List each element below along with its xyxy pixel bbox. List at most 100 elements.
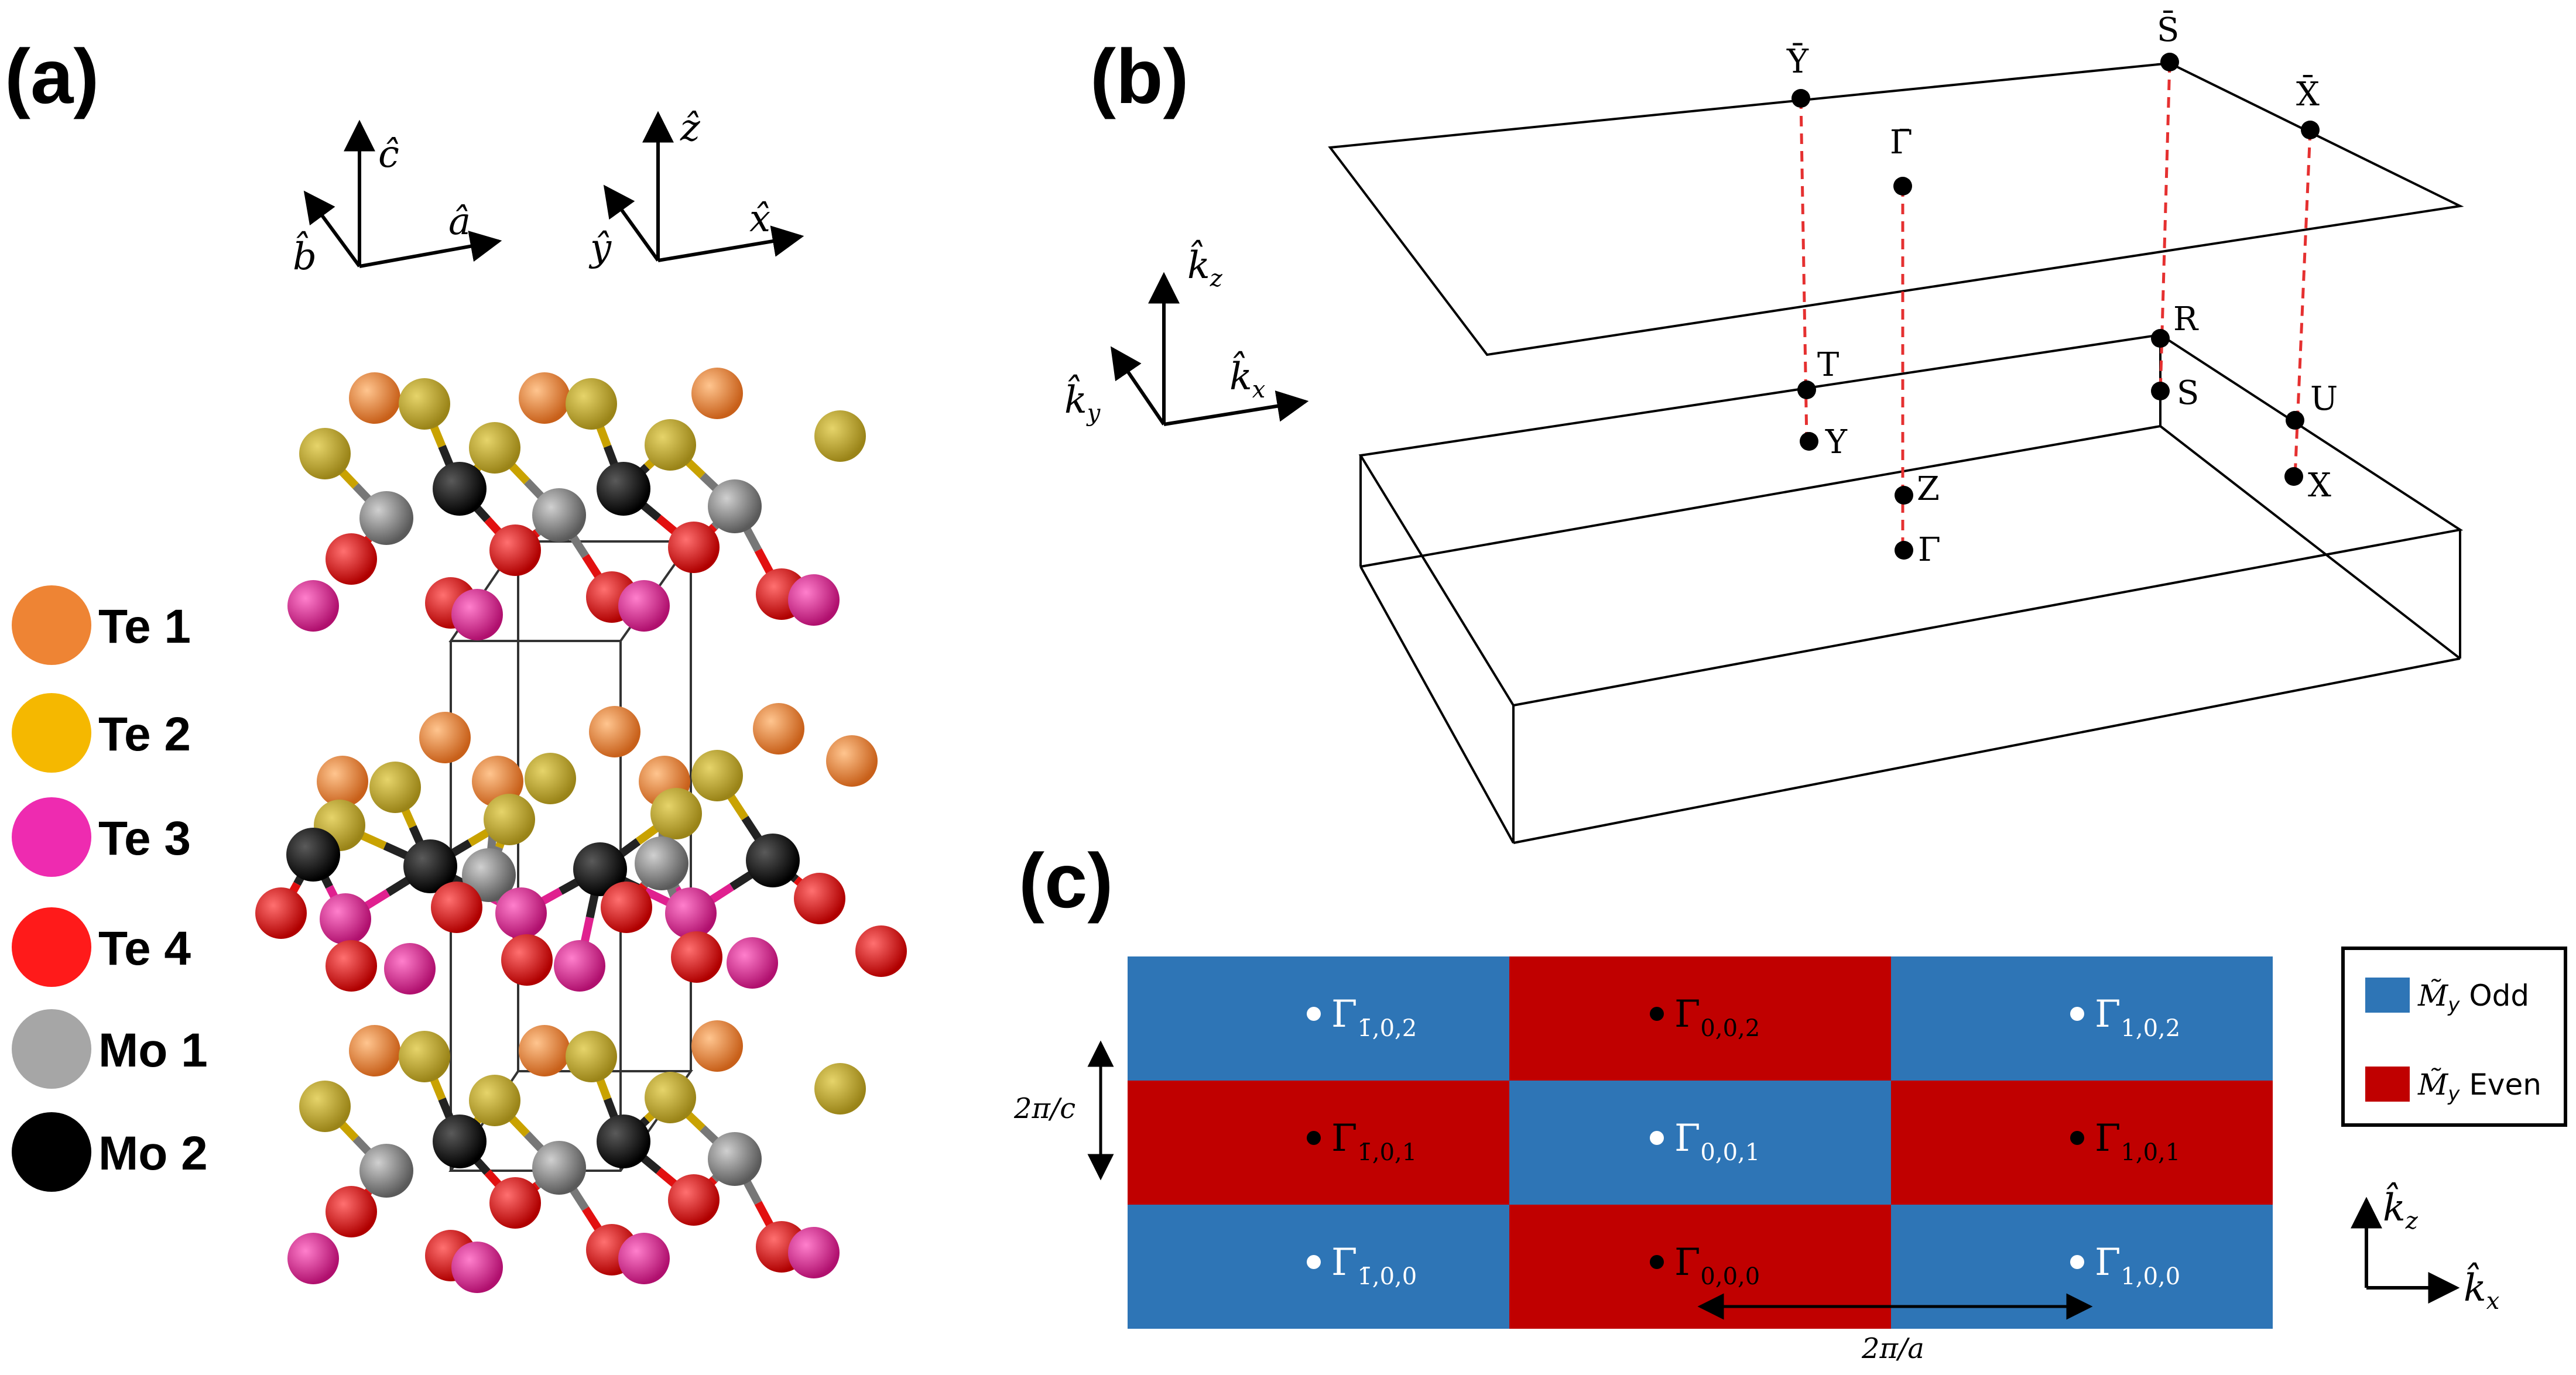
crystal-layer-3 [287, 1020, 866, 1293]
grid-cell: Γ1,0,2 [1891, 956, 2273, 1081]
atom-te2 [484, 794, 535, 845]
gamma-point-label: Γ0,0,1 [1674, 1117, 1760, 1166]
atom-mo1 [532, 1141, 586, 1195]
legend-label-te1: Te 1 [98, 600, 191, 653]
grid-cell-fill [1509, 956, 1892, 1081]
axis-y-label: ŷ [588, 227, 612, 270]
k-axes [1110, 272, 1309, 426]
atom-te1 [519, 1025, 570, 1076]
grid-cell: Γ0,0,0 [1509, 1205, 1892, 1329]
gamma-point-label: Γ1,0,2 [2095, 993, 2180, 1042]
panel-label-b: (b) [1090, 33, 1189, 119]
bulk-kpoints: T Y R S U X Z Γ [1797, 300, 2338, 569]
atom-te4 [668, 522, 720, 573]
axis-b-label: b̂ [293, 231, 317, 279]
atom-mo2 [597, 462, 650, 516]
gamma-point-label: Γ0,0,2 [1674, 993, 1760, 1042]
grid-cell: Γ1,0,0 [1891, 1205, 2273, 1329]
atom-mo1 [635, 836, 688, 890]
grid-cell: Γ1̄,0,0 [1128, 1205, 1510, 1329]
kz-axis-label: k̂z [1187, 240, 1223, 292]
atom-te2 [469, 1075, 520, 1126]
atom-te1 [691, 1020, 743, 1072]
kpoint-x-label: X [2308, 467, 2331, 505]
atom-te3 [665, 887, 717, 939]
atom-te4 [326, 533, 377, 585]
atom-te3 [788, 574, 840, 626]
atom-te4 [601, 882, 652, 933]
crystal-structure [255, 368, 907, 1293]
atom-te2 [369, 762, 421, 813]
kpoint-t-dot [1797, 380, 1816, 399]
atom-mo2 [433, 462, 487, 516]
kpoint-u-label: U [2310, 380, 2338, 418]
kpoint-y-label: Y [1825, 423, 1848, 461]
legend-dot-te3 [12, 797, 91, 877]
kpoint-gamma-dot [1895, 541, 1913, 560]
grid-kz-label: k̂z [2383, 1182, 2419, 1235]
kpoint-sbar-dot [2160, 53, 2179, 71]
atom-te3 [287, 1233, 339, 1284]
gamma-point-label: Γ1,0,0 [2095, 1241, 2180, 1290]
crystal-layer-1 [287, 368, 866, 640]
kpoint-r-dot [2151, 329, 2170, 348]
gamma-point-dot [1650, 1255, 1664, 1269]
grid-cell: Γ1̄,0,1 [1128, 1081, 1510, 1205]
atom-te4 [668, 1174, 720, 1226]
atom-te2 [399, 1031, 450, 1082]
bulk-brillouin-zone [1358, 333, 2464, 844]
atom-mo2 [746, 834, 800, 887]
legend-label-te4: Te 4 [98, 922, 191, 975]
kpoint-s-dot [2151, 382, 2170, 400]
atom-te3 [788, 1227, 840, 1278]
legend-label-mo1: Mo 1 [98, 1024, 208, 1077]
gamma-point-dot [2070, 1131, 2084, 1145]
atom-mo2 [573, 842, 627, 896]
atom-legend: Te 1 Te 2 Te 3 Te 4 Mo 1 Mo 2 [12, 585, 208, 1192]
atom-te2 [650, 788, 702, 839]
atom-te1 [519, 372, 570, 424]
legend-dot-te1 [12, 585, 91, 665]
gamma-point-label: Γ1̄,0,2 [1331, 993, 1417, 1042]
atom-te3 [618, 1233, 670, 1284]
atom-te4 [255, 887, 307, 939]
kpoint-y-dot [1800, 432, 1818, 451]
kpoint-sbar-label: S̄ [2157, 10, 2179, 49]
axis-c-label: ĉ [378, 133, 399, 176]
kpoint-s-label: S [2177, 374, 2199, 412]
atom-te1 [826, 735, 878, 787]
grid-cell: Γ1,0,1 [1891, 1081, 2273, 1205]
atom-te4 [326, 1186, 377, 1237]
gamma-point-label: Γ1̄,0,1 [1331, 1117, 1417, 1166]
atom-te4 [671, 931, 722, 983]
kpoint-xbar-dot [2301, 121, 2320, 139]
axis-a-label: â [448, 200, 471, 244]
atom-te2 [814, 410, 866, 462]
crystal-layer-2 [255, 703, 907, 995]
atom-mo2 [403, 839, 457, 893]
gamma-point-dot [1650, 1131, 1664, 1145]
atom-te4 [794, 873, 845, 924]
atom-te3 [384, 943, 436, 995]
atom-te1 [419, 712, 471, 763]
grid-cell: Γ0,0,1 [1509, 1081, 1892, 1205]
atom-te3 [495, 887, 547, 939]
atom-te1 [589, 706, 640, 757]
atom-te2 [469, 422, 520, 474]
grid-cell: Γ0,0,2 [1509, 956, 1892, 1081]
atom-mo1 [708, 479, 762, 533]
atom-te3 [287, 580, 339, 632]
legend-dot-mo2 [12, 1112, 91, 1192]
atom-te2 [566, 1031, 617, 1082]
legend-dot-te2 [12, 693, 91, 773]
legend-dot-te4 [12, 907, 91, 987]
grid-cell-fill [1128, 1081, 1510, 1205]
spacing-a-label: 2π/a [1861, 1332, 1924, 1365]
kpoint-x-dot [2284, 467, 2303, 486]
atom-te2 [299, 1081, 351, 1132]
atom-mo1 [532, 488, 586, 542]
legend-label-te3: Te 3 [98, 812, 191, 865]
axis-x-label: x̂ [749, 197, 770, 241]
